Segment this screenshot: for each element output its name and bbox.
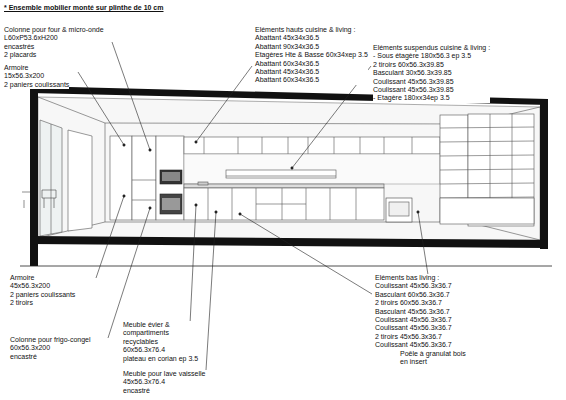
callout-text: encastré	[10, 353, 91, 361]
callout-text: 45x56.3x200	[10, 282, 75, 290]
callout-text: 15x56.3x200	[4, 72, 69, 80]
callout-text: Coulissant 45x56.3x39.85	[373, 78, 490, 86]
callout-text: Abattant 60x34x36.5	[255, 60, 368, 68]
callout-text: L60xP53.6xH200	[4, 34, 104, 42]
callout-text: Abattant 45x34x36.5	[255, 34, 368, 42]
callout-text: Etagères Hte & Basse 60x34xep 3.5	[255, 51, 368, 59]
callout-text: Meuble pour lave vaisselle	[123, 370, 206, 378]
callout-text: recyclables	[123, 338, 198, 346]
callout-text: Coulissant 45x56.3x36.7	[375, 324, 452, 332]
callout-text: Abattant 90x34x36.5	[255, 43, 368, 51]
callout-text: encastré	[123, 387, 206, 395]
callout-text: Abattant 45x34x36.5	[255, 68, 368, 76]
callout-text: Meuble évier &	[123, 321, 198, 329]
callout-text: Basculant 30x56.3x39.85	[373, 69, 490, 77]
callout-block: Meuble pour lave vaisselle45x56.3x76.4en…	[123, 370, 206, 395]
callout-text: Coulissant 45x56.3x36.7	[375, 316, 452, 324]
callout-text: Armoire	[4, 64, 69, 72]
callout-block: Meuble évier &compartimentsrecyclables60…	[123, 321, 198, 363]
callout-text: Coulissant 45x56.3x36.7	[375, 282, 452, 290]
callout-text: en insert	[400, 358, 466, 366]
title: * Ensemble mobilier monté sur plinthe de…	[4, 4, 164, 11]
callout-text: 60x56.3x76.4	[123, 346, 198, 354]
callout-block: Colonne pour frigo-congel60x56.3x200enca…	[10, 336, 91, 361]
callout-text: compartiments	[123, 329, 198, 337]
callout-block: Poêle à granulat boisen insert	[400, 350, 466, 367]
callout-text: Basculant 60x56.3x36.7	[375, 291, 452, 299]
callout-text: Eléments suspendus cuisine & living :	[373, 44, 490, 52]
callout-text: Abattant 60x34x36.5	[255, 76, 368, 84]
callout-text: Eléments bas living :	[375, 274, 452, 282]
callout-text: Coulissant 45x56.3x36.7	[375, 341, 452, 349]
callout-text: 2 tiroirs 45x56.3x36.7	[375, 333, 452, 341]
callout-block: Eléments bas living :Coulissant 45x56.3x…	[375, 274, 452, 350]
callout-text: - Sous étagère 180x56.3 ep 3.5	[373, 52, 490, 60]
callout-block: Armoire45x56.3x2002 paniers coulissants2…	[10, 274, 75, 308]
callout-text: Coulissant 45x56.3x39.85	[373, 86, 490, 94]
callout-text: 2 tiroirs 60x56.3x36.7	[375, 299, 452, 307]
callout-text: 2 tiroirs 60x56.3x39.85	[373, 61, 490, 69]
callout-block: Eléments hauts cuisine & living :Abattan…	[255, 26, 368, 85]
callout-text: 2 paniers coulissants	[10, 291, 75, 299]
callout-block: Colonne pour four & micro-ondeL60xP53.6x…	[4, 26, 104, 60]
callout-text: - Etagère 180xx34ep 3.5	[373, 94, 490, 102]
callout-block: Armoire15x56.3x2002 paniers coulissants	[4, 64, 69, 89]
callout-text: plateau en corian ep 3.5	[123, 355, 198, 363]
callout-text: Colonne pour four & micro-onde	[4, 26, 104, 34]
callout-text: 2 placards	[4, 51, 104, 59]
callout-text: Armoire	[10, 274, 75, 282]
callout-text: encastrés	[4, 43, 104, 51]
callout-text: Colonne pour frigo-congel	[10, 336, 91, 344]
callout-text: 2 paniers coulissants	[4, 81, 69, 89]
callout-text: Eléments hauts cuisine & living :	[255, 26, 368, 34]
callout-text: Basculant 45x56.3x36.7	[375, 308, 452, 316]
callout-text: Poêle à granulat bois	[400, 350, 466, 358]
callout-text: 60x56.3x200	[10, 344, 91, 352]
callout-text: 45x56.3x76.4	[123, 378, 206, 386]
callout-block: Eléments suspendus cuisine & living :- S…	[373, 44, 490, 103]
callout-text: 2 tiroirs	[10, 299, 75, 307]
